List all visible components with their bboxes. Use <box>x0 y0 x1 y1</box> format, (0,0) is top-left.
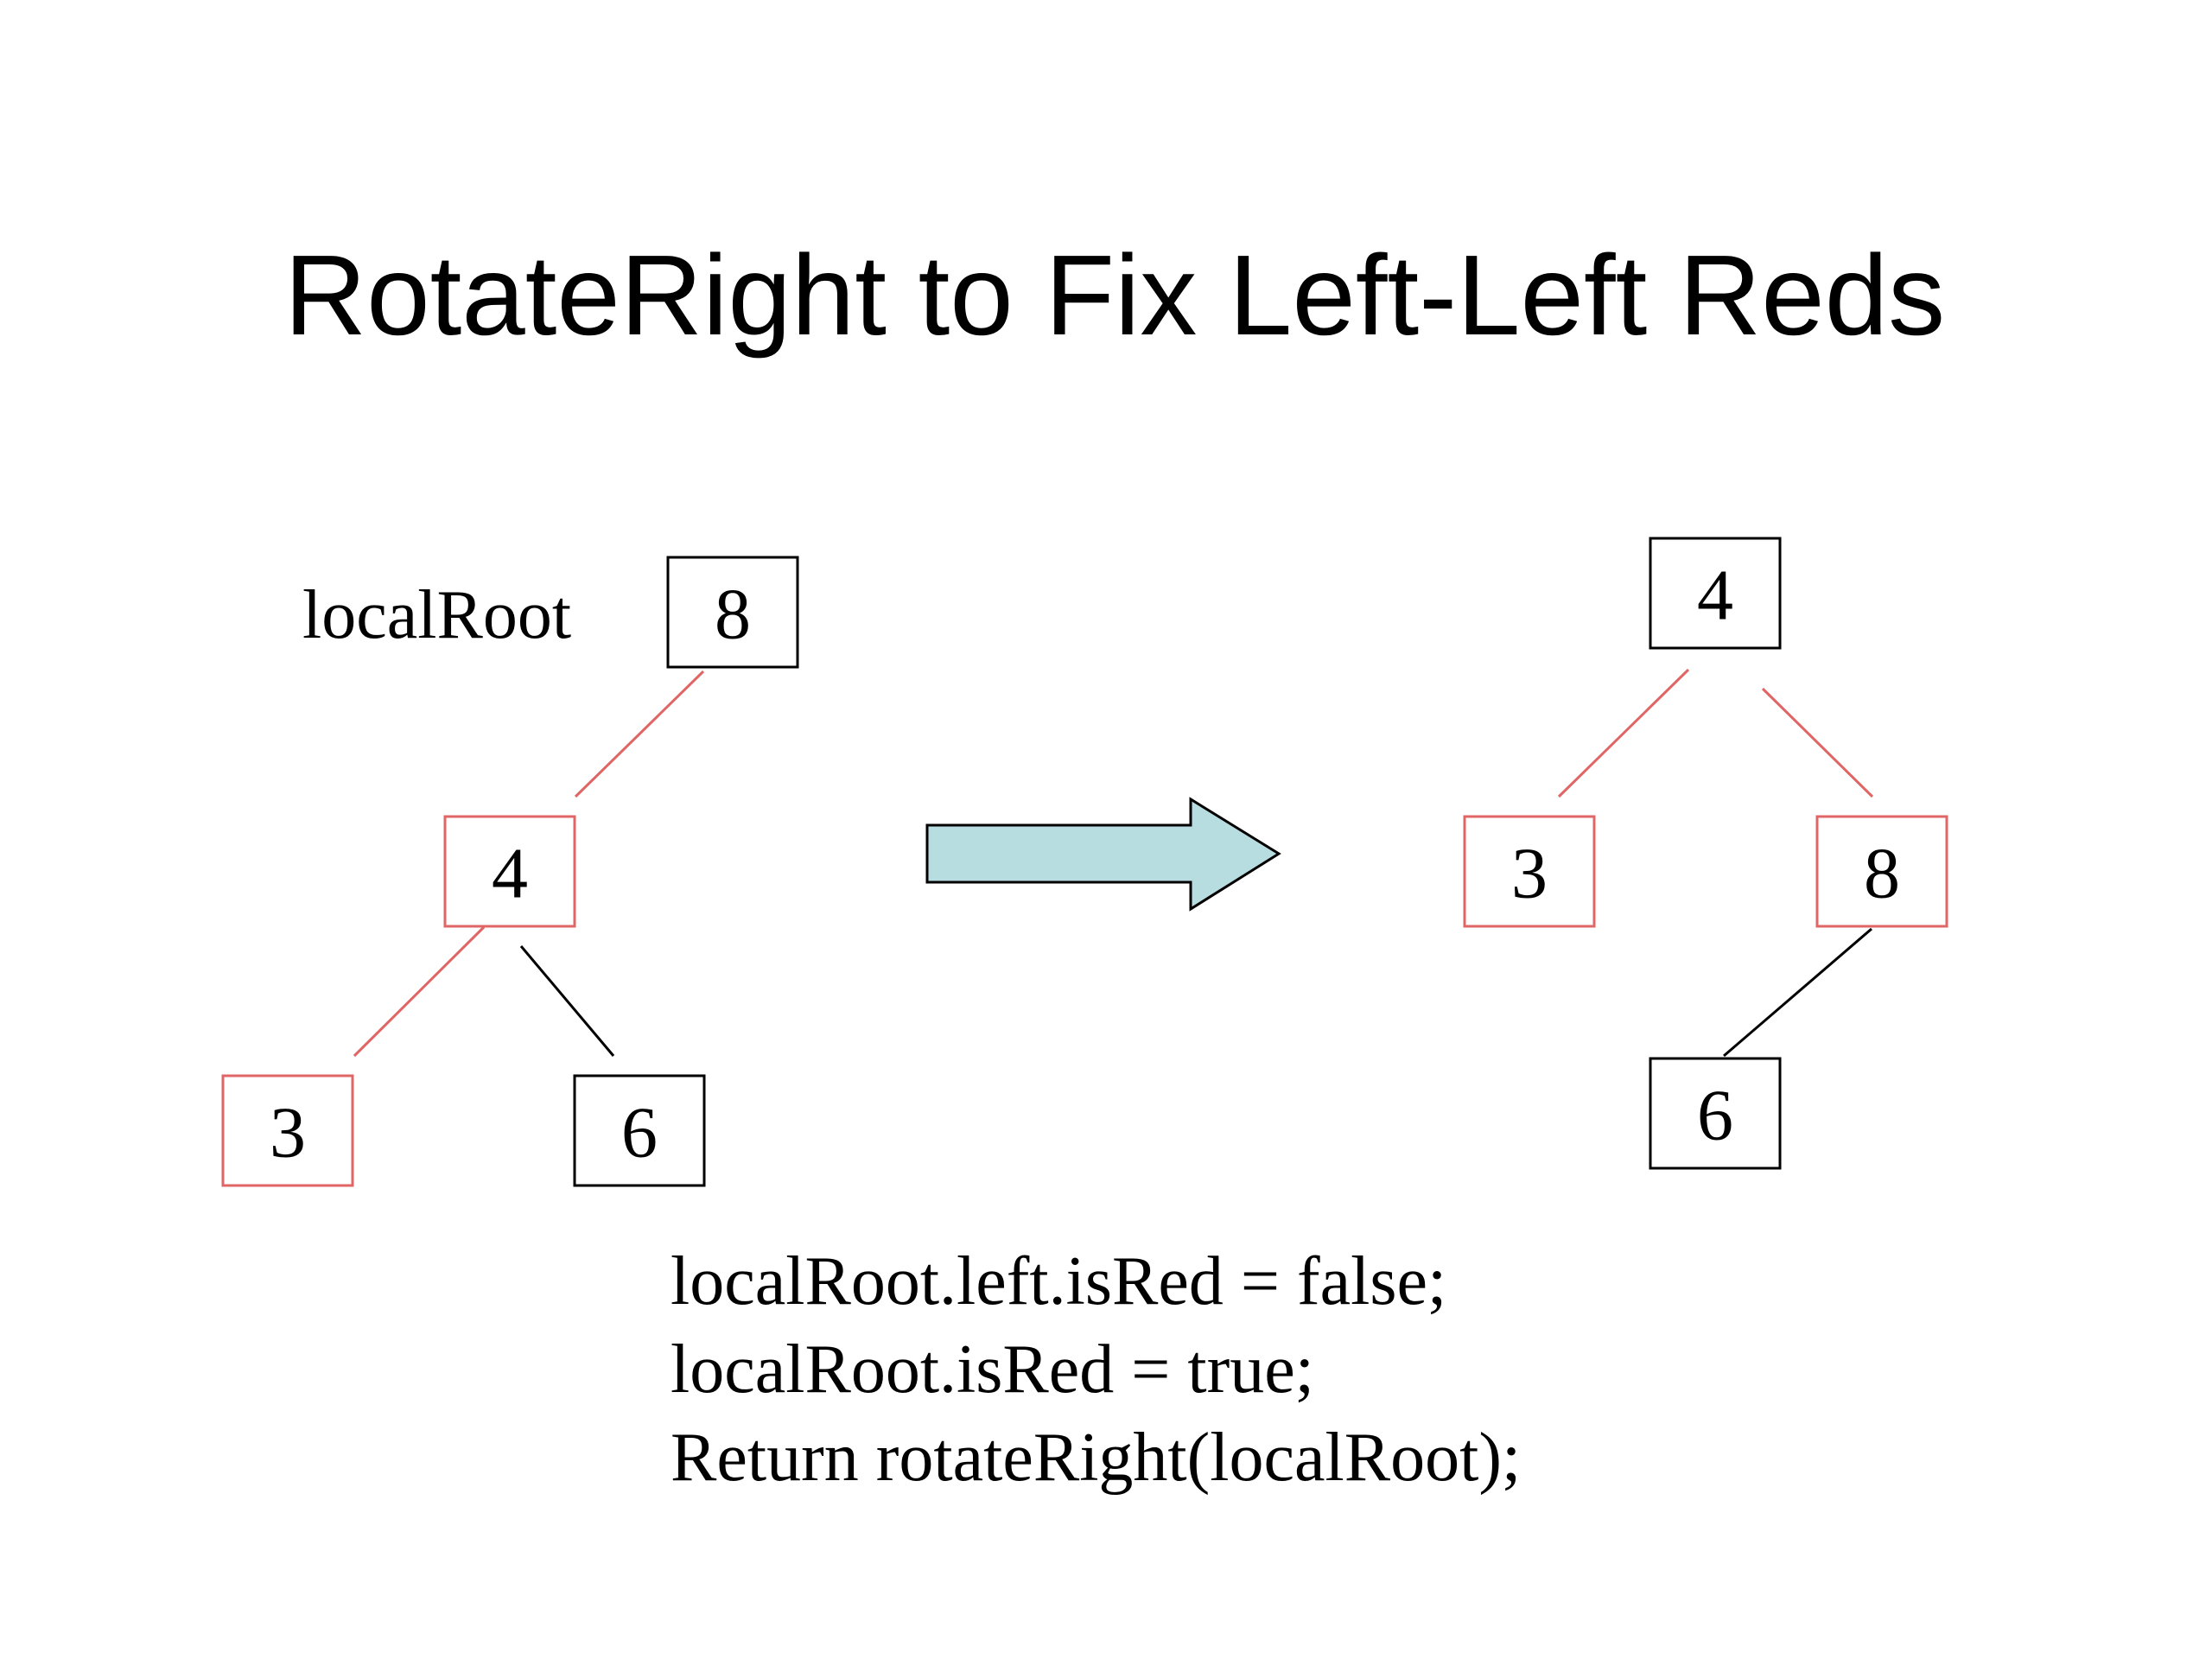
svg-text:6: 6 <box>621 1093 658 1173</box>
after-node-6: 6 <box>1649 1057 1782 1170</box>
after-node-8: 8 <box>1815 815 1948 928</box>
local-root-label: localRoot <box>302 577 571 653</box>
code-line: Return rotateRight(localRoot); <box>671 1420 1522 1496</box>
before-node-6: 6 <box>573 1074 706 1187</box>
svg-text:6: 6 <box>1697 1076 1733 1156</box>
code-line: localRoot.isRed = true; <box>671 1332 1314 1408</box>
before-node-3: 3 <box>221 1074 354 1187</box>
after-node-4: 4 <box>1649 537 1782 650</box>
svg-text:8: 8 <box>1864 834 1900 914</box>
edge-before-4-3 <box>353 925 486 1058</box>
code-line: localRoot.left.isRed = false; <box>671 1243 1447 1319</box>
edge-after-8-6 <box>1723 927 1872 1058</box>
edge-after-4-8 <box>1761 687 1874 798</box>
before-node-4: 4 <box>443 815 576 928</box>
slide-title: RotateRight to Fix Left-Left Reds <box>283 232 1946 359</box>
after-node-3: 3 <box>1463 815 1596 928</box>
svg-text:4: 4 <box>1697 556 1733 636</box>
before-node-8: 8 <box>666 556 799 669</box>
svg-text:3: 3 <box>270 1093 306 1173</box>
edge-after-4-3 <box>1557 668 1690 798</box>
edge-before-4-6 <box>519 945 615 1057</box>
right-arrow <box>925 797 1281 912</box>
edge-before-8-4 <box>574 670 705 798</box>
svg-text:3: 3 <box>1511 834 1548 914</box>
svg-text:8: 8 <box>715 575 751 655</box>
svg-text:4: 4 <box>492 834 528 914</box>
code-block: localRoot.left.isRed = false; localRoot.… <box>671 1237 1521 1502</box>
